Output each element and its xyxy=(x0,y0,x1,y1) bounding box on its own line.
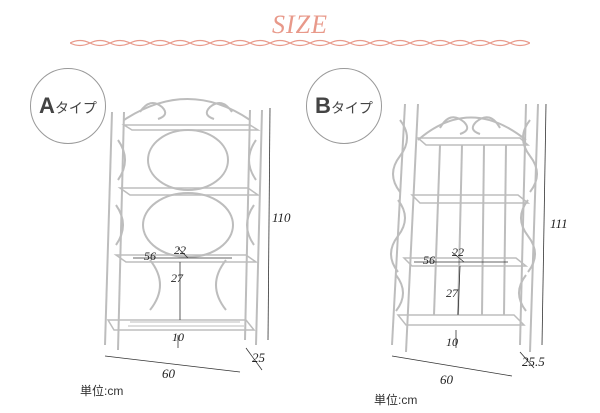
type-b-depth-label: 25.5 xyxy=(522,354,545,369)
type-a-shelf-gap-label: 27 xyxy=(171,271,184,285)
title-ornament xyxy=(70,39,530,47)
type-b-rack-illustration xyxy=(390,103,539,353)
type-b-width-label: 60 xyxy=(440,372,454,387)
type-b-dimension-lines xyxy=(391,103,547,377)
page-title: SIZE xyxy=(272,10,328,39)
type-b-shelf-gap-label: 27 xyxy=(446,286,459,300)
type-b-badge: B タイプ xyxy=(306,68,382,144)
type-a-unit-label: 単位:cm xyxy=(80,384,124,398)
type-b-unit-label: 単位:cm xyxy=(374,393,418,407)
type-a-inner-width-label: 56 xyxy=(144,249,156,263)
type-a-height-label: 110 xyxy=(272,210,291,225)
type-b-inner-depth-label: 22 xyxy=(452,245,464,259)
type-a-badge: A タイプ xyxy=(30,68,106,144)
type-a-floor-gap-label: 10 xyxy=(172,330,184,344)
type-a-width-label: 60 xyxy=(162,366,176,381)
type-b-floor-gap-label: 10 xyxy=(446,335,458,349)
type-a-rack-illustration xyxy=(104,98,263,351)
type-a-dimension-lines xyxy=(104,107,271,373)
type-b-inner-width-label: 56 xyxy=(423,253,435,267)
type-b-height-label: 111 xyxy=(550,216,568,231)
type-a-depth-label: 25 xyxy=(252,350,266,365)
type-a-inner-depth-label: 22 xyxy=(174,243,186,257)
